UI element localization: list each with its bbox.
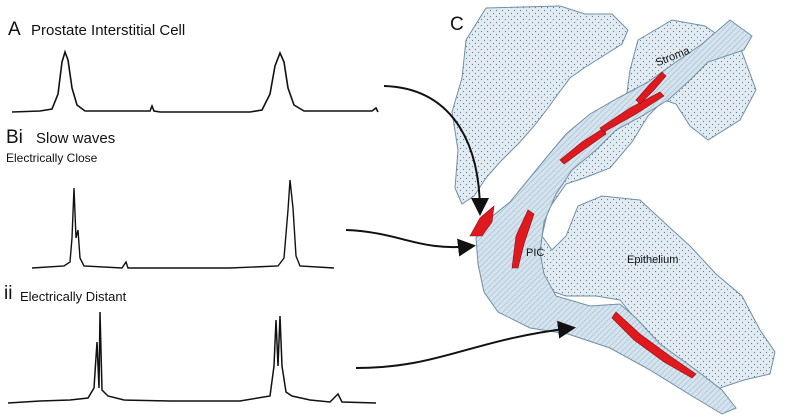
trace-bi — [31, 179, 335, 269]
pic-cell — [559, 127, 607, 165]
panel-a-title: Prostate Interstitial Cell — [31, 22, 186, 39]
trace-a — [11, 49, 379, 113]
pic-cell — [511, 209, 535, 269]
epithelium-top-region — [451, 5, 629, 205]
stroma-region — [475, 19, 753, 415]
trace-ii — [7, 311, 377, 404]
arrow-bi-to-pic — [345, 229, 476, 257]
pic-cells — [469, 71, 697, 379]
panel-a-letter: A — [8, 19, 21, 40]
arrow-ii-to-stroma — [355, 320, 576, 369]
panel-bi-title: Slow waves — [36, 130, 116, 147]
panel-bi-letter: Bi — [6, 127, 23, 148]
panel-ii-letter: ii — [4, 283, 13, 304]
panel-bi-subtitle: Electrically Close — [6, 151, 98, 165]
panel-c-letter: C — [450, 14, 464, 35]
pic-cell — [611, 311, 697, 379]
pic-cell — [599, 91, 665, 133]
panel-ii-title: Electrically Distant — [20, 289, 127, 304]
arrow-a-to-pic — [383, 85, 489, 216]
pic-cell — [635, 71, 667, 105]
epithelium-label: Epithelium — [627, 254, 679, 266]
pic-label: PIC — [526, 247, 545, 259]
